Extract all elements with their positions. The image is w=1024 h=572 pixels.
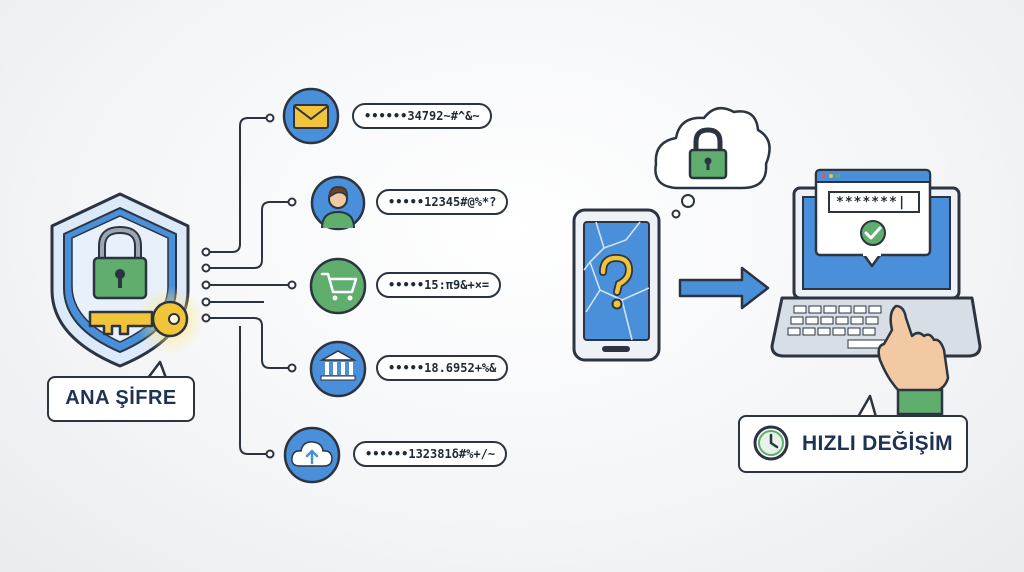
envelope-icon [282,87,340,145]
laptop-password-field: *******| [836,195,907,210]
question-mark-icon [599,253,634,310]
cloud-upload-icon [283,426,341,484]
quick-change-text: HIZLI DEĞİŞİM [802,432,953,455]
password-text: •••••15:π9&+×= [388,278,490,292]
password-pill-email: ••••••34792~#^&~ [352,103,492,129]
bank-icon [309,340,367,398]
master-label-pointer [147,360,168,379]
connector-nodes [201,113,297,459]
pointing-hand-icon [877,304,950,416]
connector-lines [206,117,292,455]
password-text: •••••18.6952+%& [388,361,497,375]
change-label-pointer [856,394,878,418]
lock-icon [688,127,728,180]
shopping-cart-icon [309,257,367,315]
password-text: ••••••132381δ#%+/~ [365,447,496,461]
lock-icon [92,225,148,300]
thought-cloud [654,106,771,219]
password-pill-cloud: ••••••132381δ#%+/~ [353,441,508,467]
user-avatar-icon [310,175,366,231]
golden-key-icon [88,286,204,354]
quick-change-label: HIZLI DEĞİŞİM [738,415,968,473]
login-window [814,168,932,268]
clock-icon [753,425,789,461]
password-pill-bank: •••••18.6952+%& [376,355,509,381]
password-text: •••••12345#@%*? [388,195,497,209]
arrow-right-icon [678,266,770,310]
password-pill-profile: •••••12345#@%*? [376,189,509,215]
check-icon [860,220,886,246]
password-text: ••••••34792~#^&~ [364,109,480,123]
master-password-label: ANA ŞİFRE [47,376,195,422]
password-pill-shopping: •••••15:π9&+×= [376,272,502,298]
